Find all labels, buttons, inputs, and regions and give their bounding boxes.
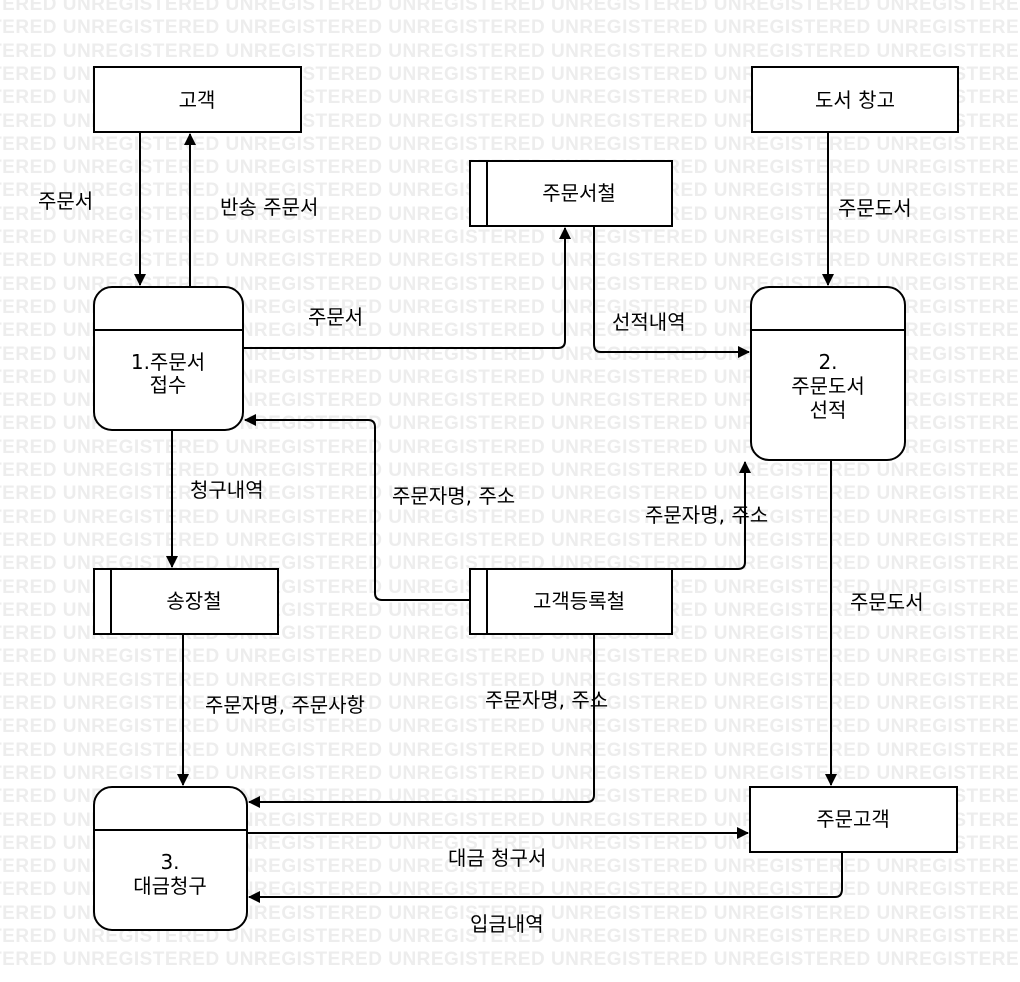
process-3-line-2: 대금청구 bbox=[133, 874, 207, 898]
entity-book-warehouse-label: 도서 창고 bbox=[815, 88, 895, 112]
process-1-line-2: 접수 bbox=[150, 373, 187, 397]
entity-customer-label: 고객 bbox=[179, 88, 216, 112]
store-invoice-file[interactable]: 송장철 bbox=[93, 568, 279, 635]
entity-order-customer-label: 주문고객 bbox=[816, 807, 890, 831]
process-3-line-1: 3. bbox=[160, 850, 179, 874]
process-2-line-2: 주문도서 bbox=[791, 374, 865, 398]
flow-order-file-to-p2 bbox=[593, 226, 750, 358]
store-invoice-file-label: 송장철 bbox=[166, 589, 221, 613]
flow-customer-file-to-p2 bbox=[672, 461, 751, 570]
flow-label-order-file-to-p2: 선적내역 bbox=[612, 310, 686, 334]
flow-label-p3-to-order-customer: 대금 청구서 bbox=[448, 846, 546, 870]
store-order-file[interactable]: 주문서철 bbox=[469, 160, 673, 227]
store-order-file-label: 주문서철 bbox=[542, 181, 616, 205]
flow-label-invoice-file-to-p3: 주문자명, 주문사항 bbox=[205, 693, 365, 717]
flow-customer-file-to-p3 bbox=[248, 634, 595, 808]
flow-label-customer-file-to-p1: 주문자명, 주소 bbox=[392, 484, 515, 508]
flow-customer-file-to-p1 bbox=[244, 414, 470, 601]
flow-label-p1-to-customer: 반송 주문서 bbox=[220, 195, 318, 219]
entity-order-customer[interactable]: 주문고객 bbox=[749, 786, 958, 853]
process-2-line-1: 2. bbox=[818, 350, 837, 374]
flow-label-customer-file-to-p3: 주문자명, 주소 bbox=[485, 688, 608, 712]
flow-label-order-customer-to-p3: 입금내역 bbox=[470, 912, 544, 936]
process-2-book-shipping[interactable]: 2. 주문도서 선적 bbox=[750, 286, 906, 461]
process-1-line-1: 1.주문서 bbox=[131, 350, 205, 374]
entity-customer[interactable]: 고객 bbox=[93, 66, 302, 133]
flow-label-p1-to-order-file: 주문서 bbox=[308, 305, 363, 329]
flow-label-customer-to-p1: 주문서 bbox=[38, 189, 93, 213]
flow-label-p2-to-order-customer: 주문도서 bbox=[850, 590, 924, 614]
process-3-billing[interactable]: 3. 대금청구 bbox=[93, 786, 248, 931]
store-customer-file[interactable]: 고객등록철 bbox=[469, 568, 673, 635]
flow-order-customer-to-p3 bbox=[248, 852, 843, 903]
store-customer-file-label: 고객등록철 bbox=[533, 589, 625, 613]
entity-book-warehouse[interactable]: 도서 창고 bbox=[751, 66, 959, 133]
flow-label-customer-file-to-p2: 주문자명, 주소 bbox=[645, 503, 768, 527]
flow-p1-to-order-file bbox=[243, 227, 571, 349]
flow-label-p1-to-invoice-file: 청구내역 bbox=[190, 478, 264, 502]
flow-label-warehouse-to-p2: 주문도서 bbox=[838, 196, 912, 220]
process-1-order-receipt[interactable]: 1.주문서 접수 bbox=[93, 286, 244, 431]
process-2-line-3: 선적 bbox=[810, 398, 847, 422]
